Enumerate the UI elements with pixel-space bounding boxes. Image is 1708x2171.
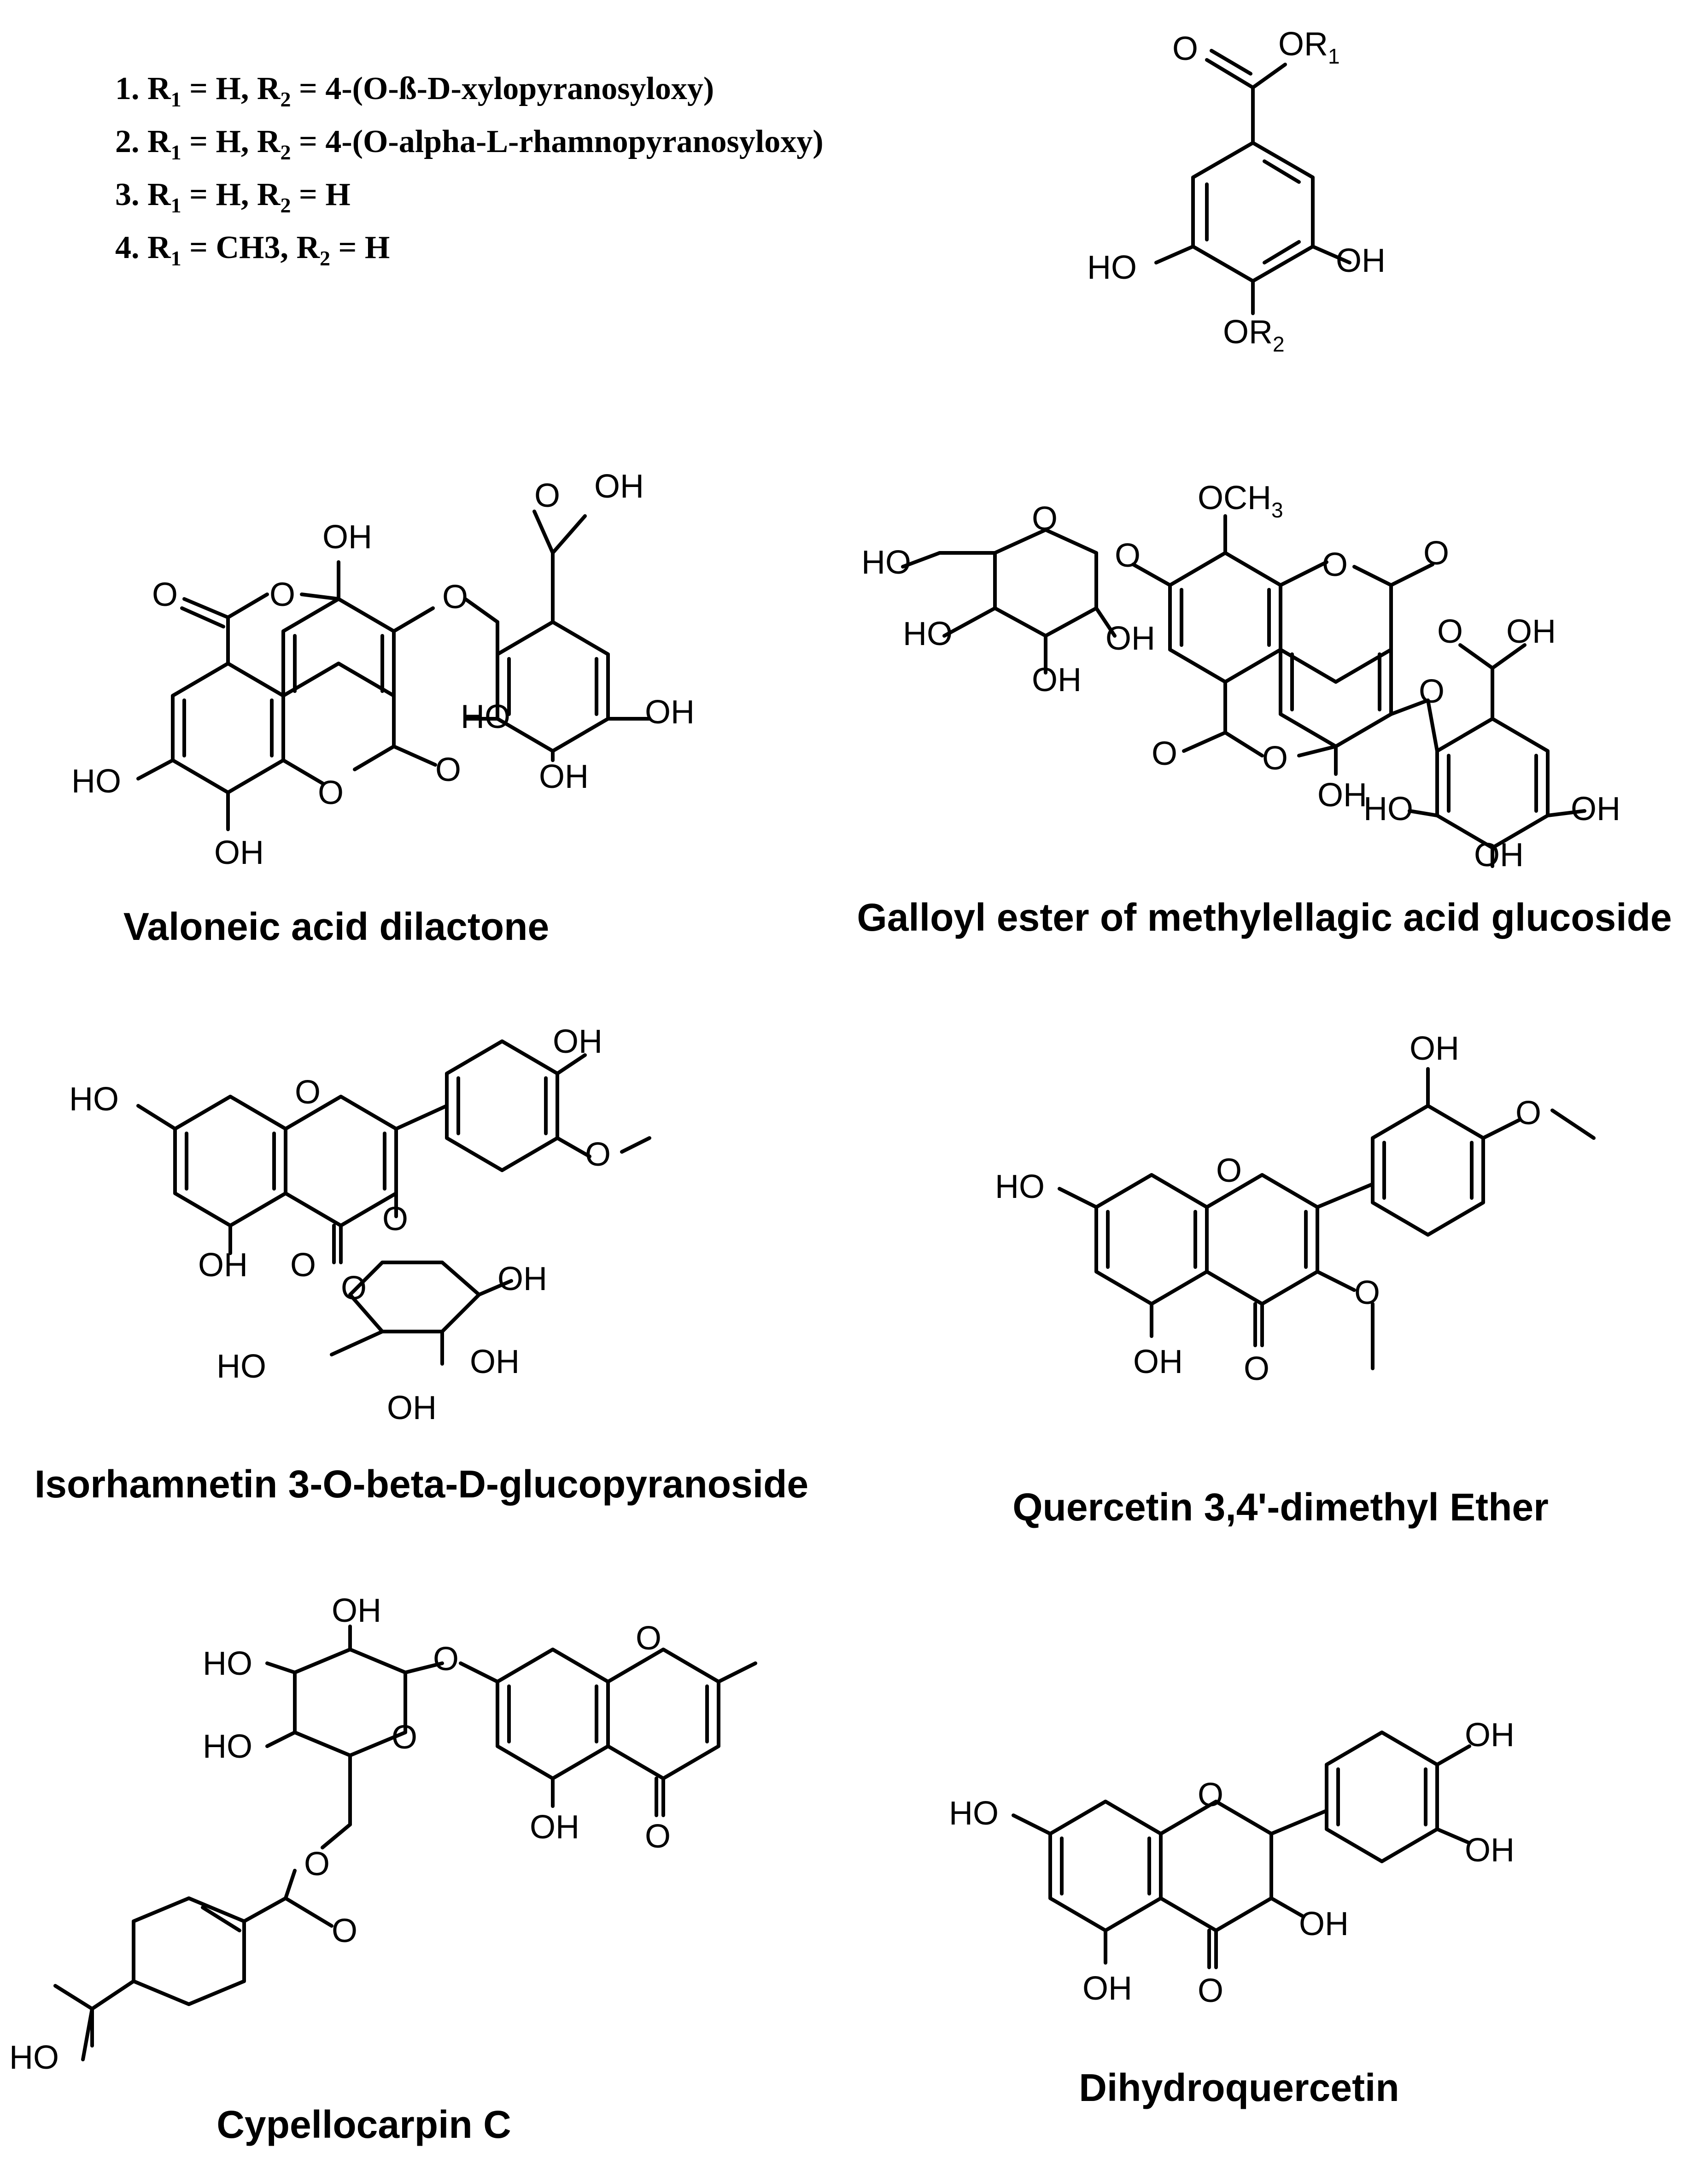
- svg-text:HO: HO: [69, 1081, 119, 1118]
- svg-text:HO: HO: [203, 1728, 252, 1765]
- svg-text:O: O: [636, 1620, 661, 1657]
- svg-text:OH: OH: [530, 1809, 579, 1846]
- svg-text:OH: OH: [198, 1247, 248, 1284]
- legend-row-4: 4. R1 = CH3, R2 = H: [115, 230, 390, 270]
- svg-text:OH: OH: [594, 468, 644, 505]
- svg-text:O: O: [1198, 1777, 1223, 1813]
- svg-text:OH: OH: [1082, 1970, 1132, 2007]
- svg-text:HO: HO: [1087, 249, 1137, 286]
- svg-text:HO: HO: [71, 763, 121, 800]
- caption-cypellocarpin: Cypellocarpin C: [216, 2103, 511, 2146]
- svg-text:O: O: [433, 1641, 459, 1678]
- svg-text:OH: OH: [1571, 791, 1620, 827]
- svg-text:HO: HO: [1363, 791, 1413, 827]
- svg-text:O: O: [1437, 613, 1463, 650]
- svg-text:OH: OH: [553, 1023, 602, 1060]
- svg-text:O: O: [1419, 673, 1445, 710]
- galloyl-ester-structure: OCH3 O O O O O O HO HO OH OH OH O O OH H…: [861, 480, 1620, 874]
- svg-text:O: O: [304, 1846, 330, 1883]
- svg-text:OH: OH: [1465, 1717, 1515, 1754]
- svg-text:OR1: OR1: [1278, 26, 1340, 68]
- svg-text:O: O: [1354, 1274, 1380, 1311]
- svg-text:OH: OH: [1410, 1030, 1459, 1067]
- svg-text:O: O: [1115, 537, 1141, 574]
- svg-text:HO: HO: [861, 544, 911, 581]
- svg-text:OH: OH: [1106, 620, 1155, 657]
- svg-text:HO: HO: [995, 1168, 1045, 1205]
- svg-text:OH: OH: [1032, 662, 1082, 698]
- legend-row-3: 3. R1 = H, R2 = H: [115, 177, 351, 217]
- svg-text:O: O: [382, 1201, 408, 1238]
- svg-text:O: O: [1198, 1972, 1223, 2009]
- valoneic-acid-structure: O O O O HO OH OH O O OH HO OH OH: [71, 468, 695, 871]
- svg-text:HO: HO: [949, 1795, 999, 1832]
- svg-text:O: O: [435, 751, 461, 788]
- svg-text:OH: OH: [645, 694, 695, 731]
- svg-text:OH: OH: [1133, 1344, 1183, 1380]
- dihydroquercetin-structure: HO O OH OH OH OH O: [949, 1717, 1515, 2009]
- svg-text:O: O: [332, 1913, 357, 1949]
- svg-text:OH: OH: [1465, 1832, 1515, 1869]
- svg-text:OH: OH: [1474, 837, 1524, 874]
- svg-text:O: O: [1216, 1152, 1242, 1189]
- svg-text:O: O: [585, 1136, 611, 1173]
- svg-text:O: O: [1262, 740, 1288, 777]
- caption-valoneic: Valoneic acid dilactone: [123, 905, 549, 948]
- svg-text:O: O: [341, 1270, 367, 1307]
- svg-text:O: O: [1423, 535, 1449, 572]
- svg-text:OH: OH: [322, 519, 372, 556]
- legend-row-2: 2. R1 = H, R2 = 4-(O-alpha-L-rhamnopyran…: [115, 124, 824, 164]
- svg-text:O: O: [318, 775, 344, 811]
- quercetin-structure: HO O OH O OH O O: [995, 1030, 1596, 1387]
- svg-text:OH: OH: [332, 1592, 381, 1629]
- caption-galloyl: Galloyl ester of methylellagic acid gluc…: [857, 896, 1672, 939]
- svg-text:OH: OH: [214, 834, 264, 871]
- svg-text:O: O: [534, 477, 560, 514]
- svg-text:O: O: [290, 1247, 316, 1284]
- svg-text:HO: HO: [216, 1348, 266, 1385]
- svg-text:HO: HO: [9, 2039, 59, 2076]
- svg-text:O: O: [1322, 546, 1348, 583]
- svg-text:O: O: [295, 1074, 321, 1111]
- caption-isorhamnetin: Isorhamnetin 3-O-beta-D-glucopyranoside: [35, 1462, 808, 1506]
- svg-text:OH: OH: [1299, 1906, 1349, 1942]
- svg-text:O: O: [1172, 30, 1198, 67]
- svg-text:O: O: [1515, 1095, 1541, 1132]
- svg-text:O: O: [269, 576, 295, 613]
- svg-text:O: O: [1032, 500, 1058, 537]
- svg-text:OR2: OR2: [1223, 314, 1285, 356]
- svg-text:O: O: [1244, 1350, 1269, 1387]
- svg-text:O: O: [1152, 735, 1177, 772]
- svg-text:HO: HO: [903, 616, 953, 652]
- svg-text:O: O: [442, 579, 468, 616]
- gallic-acid-structure: O OR1 HO OH OR2: [1087, 26, 1386, 356]
- svg-text:OCH3: OCH3: [1198, 480, 1283, 522]
- svg-text:OH: OH: [1506, 613, 1556, 650]
- svg-text:O: O: [392, 1719, 417, 1756]
- svg-text:OH: OH: [1336, 242, 1386, 279]
- substituent-legend: 1. R1 = H, R2 = 4-(O-ß-D-xylopyranosylox…: [115, 71, 824, 270]
- caption-quercetin: Quercetin 3,4'-dimethyl Ether: [1012, 1485, 1549, 1529]
- isorhamnetin-structure: HO O OH O OH O O O OH HO OH OH: [69, 1023, 651, 1426]
- svg-text:OH: OH: [1317, 777, 1367, 814]
- svg-text:OH: OH: [497, 1261, 547, 1297]
- svg-text:HO: HO: [203, 1645, 252, 1682]
- caption-dihydroquercetin: Dihydroquercetin: [1079, 2066, 1399, 2109]
- legend-row-1: 1. R1 = H, R2 = 4-(O-ß-D-xylopyranosylox…: [115, 71, 714, 111]
- svg-text:O: O: [152, 576, 178, 613]
- svg-text:O: O: [645, 1818, 671, 1855]
- svg-text:OH: OH: [387, 1390, 437, 1426]
- svg-text:HO: HO: [461, 698, 510, 735]
- svg-text:OH: OH: [470, 1344, 520, 1380]
- cypellocarpin-structure: OH HO HO O O O OH O O O HO: [9, 1592, 757, 2076]
- svg-text:OH: OH: [539, 758, 589, 795]
